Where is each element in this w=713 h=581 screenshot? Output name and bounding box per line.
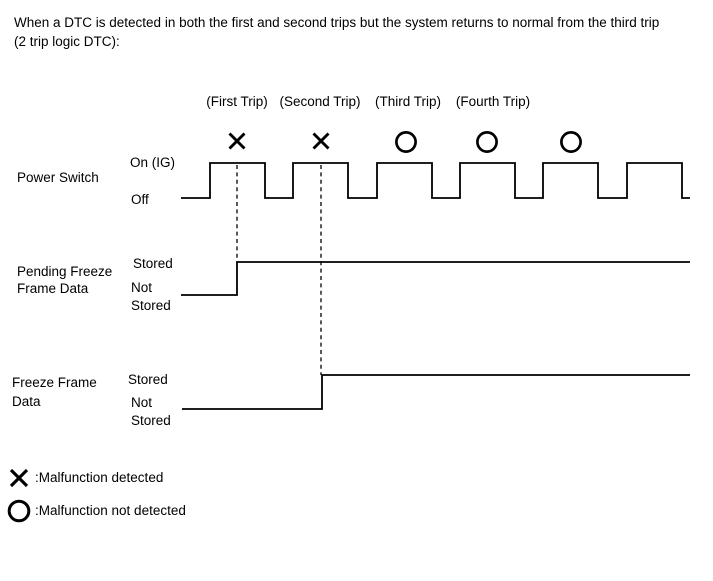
- trip-label-first: (First Trip): [206, 94, 268, 109]
- pending-freeze-frame-waveform: [181, 261, 690, 296]
- pending-not-stored-label: Not Stored: [131, 280, 171, 313]
- trip-label-second: (Second Trip): [279, 94, 361, 109]
- trip-label-fourth: (Fourth Trip): [455, 94, 531, 109]
- freeze-stored-label: Stored: [128, 372, 168, 387]
- freeze-frame-waveform: [182, 374, 690, 410]
- power-switch-on-label: On (IG): [130, 155, 176, 170]
- legend-malfunction-not-detected-label: :Malfunction not detected: [35, 503, 186, 518]
- freeze-frame-label: Freeze Frame Data: [12, 375, 97, 409]
- power-switch-off-label: Off: [131, 192, 149, 207]
- legend-malfunction-detected-icon: [9, 468, 29, 488]
- freeze-not-stored-label: Not Stored: [131, 395, 171, 428]
- page-title: When a DTC is detected in both the first…: [14, 15, 660, 49]
- malfunction-detected-icon: [312, 132, 330, 150]
- trip-label-third: (Third Trip): [374, 94, 442, 109]
- malfunction-not-detected-icon: [476, 131, 498, 153]
- power-switch-waveform: [181, 162, 690, 199]
- malfunction-not-detected-icon: [395, 131, 417, 153]
- malfunction-not-detected-icon: [560, 131, 582, 153]
- pending-stored-label: Stored: [133, 256, 173, 271]
- malfunction-detected-icon: [228, 132, 246, 150]
- legend-malfunction-detected-label: :Malfunction detected: [35, 470, 164, 485]
- legend-malfunction-not-detected-icon: [7, 499, 31, 523]
- pending-freeze-frame-label: Pending Freeze Frame Data: [17, 264, 113, 296]
- power-switch-label: Power Switch: [17, 170, 99, 185]
